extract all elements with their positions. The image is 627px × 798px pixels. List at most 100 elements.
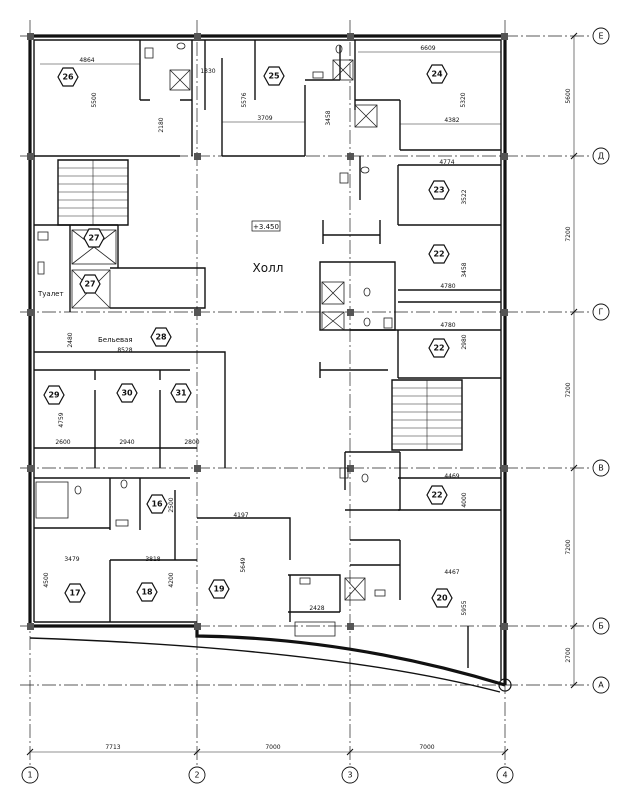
room-dim: 6609	[420, 45, 435, 52]
room-number-badge: 22	[428, 338, 450, 358]
room-number-badge: 17	[64, 583, 86, 603]
axis-label-E: Е	[598, 32, 603, 41]
axis-label-3: 3	[347, 771, 352, 780]
room-dim: 4382	[444, 117, 459, 124]
room-number-badge: 24	[426, 64, 448, 84]
room-number-badge: 27	[83, 228, 105, 248]
room-number: 28	[155, 333, 167, 342]
room-number-badge: 16	[146, 494, 168, 514]
room-dim: 2980	[461, 334, 468, 349]
hall-label: Холл	[253, 261, 284, 275]
room-dim: 3458	[325, 110, 332, 125]
room-dim: 5576	[241, 92, 248, 107]
room-dimension-labels: 4864 5500 1330 5576 3709 2180 6609 5320 …	[40, 45, 501, 616]
room-number-badge: 19	[208, 579, 230, 599]
room-dim: 2940	[119, 439, 134, 446]
columns	[27, 33, 508, 630]
room-dim: 3709	[257, 115, 272, 122]
room-number-badge: 29	[43, 385, 65, 405]
room-dim: 4469	[444, 473, 459, 480]
room-dim: 1330	[200, 68, 215, 75]
room-number: 22	[431, 491, 442, 500]
dim-right-1: 5600	[565, 88, 572, 103]
plan-labels: +3.450 Холл Туалет Бельевая	[37, 220, 284, 344]
room-number-badge: 20	[431, 588, 453, 608]
room-dim: 5955	[461, 600, 468, 615]
right-dimension-chain: 5600 7200 7200 7200 2700	[565, 32, 578, 689]
bottom-dimension-chain: 7713 7000 7000	[26, 744, 509, 756]
axis-label-4: 4	[502, 771, 507, 780]
room-number-badge: 23	[428, 180, 450, 200]
room-dim: 4197	[233, 512, 248, 519]
room-dim: 4000	[461, 492, 468, 507]
room-number-badge: 18	[136, 582, 158, 602]
room-dim: 4200	[168, 572, 175, 587]
dim-right-5: 2700	[565, 647, 572, 662]
room-dim: 3818	[145, 556, 160, 563]
dim-right-4: 7200	[565, 539, 572, 554]
room-dim: 2180	[158, 117, 165, 132]
level-mark: +3.450	[253, 223, 279, 231]
room-dim: 5500	[91, 92, 98, 107]
room-number-badge: 26	[57, 67, 79, 87]
dim-bottom-2: 7000	[265, 744, 280, 751]
room-dim: 4780	[440, 322, 455, 329]
room-numbers: 26 25 24 23 22 22 22 27 27 28 29 30 31 1…	[43, 64, 453, 608]
room-dim: 2600	[55, 439, 70, 446]
room-number-badge: 25	[263, 66, 285, 86]
room-number: 23	[433, 186, 444, 195]
dim-right-3: 7200	[565, 382, 572, 397]
room-number: 20	[436, 594, 448, 603]
room-dim: 3522	[461, 189, 468, 204]
axis-label-2: 2	[194, 771, 199, 780]
axis-label-B: Б	[598, 622, 604, 631]
room-number-badge: 22	[426, 485, 448, 505]
room-number: 22	[433, 344, 444, 353]
room-number-badge: 28	[150, 327, 172, 347]
axis-label-A: А	[598, 681, 604, 690]
dim-bottom-3: 7000	[419, 744, 434, 751]
room-number: 29	[48, 391, 60, 400]
dim-right-2: 7200	[565, 226, 572, 241]
room-dim: 3458	[461, 262, 468, 277]
axis-label-G: Г	[599, 308, 604, 317]
room-number: 25	[268, 72, 280, 81]
room-dim: 4759	[58, 412, 65, 427]
axis-label-1: 1	[27, 771, 32, 780]
room-dim: 8528	[117, 347, 132, 354]
sanitary-fixtures	[37, 42, 393, 597]
room-dim: 4774	[439, 159, 454, 166]
room-dim: 5320	[460, 92, 467, 107]
axis-label-V: В	[598, 464, 604, 473]
toilet-label: Туалет	[37, 290, 64, 298]
room-number: 24	[431, 70, 443, 79]
interior-walls	[34, 40, 501, 637]
room-number-badge: 31	[170, 383, 192, 403]
linen-label: Бельевая	[98, 336, 133, 344]
room-number-badge: 22	[428, 244, 450, 264]
room-number-badge: 30	[116, 383, 138, 403]
room-dim: 4780	[440, 283, 455, 290]
room-dim: 5649	[240, 557, 247, 572]
room-number: 17	[69, 589, 80, 598]
axis-label-D: Д	[598, 152, 604, 161]
room-number: 16	[151, 500, 163, 509]
room-number: 30	[121, 389, 133, 398]
room-number: 27	[88, 234, 99, 243]
room-number: 18	[141, 588, 153, 597]
room-dim: 4500	[43, 572, 50, 587]
room-dim: 4467	[444, 569, 459, 576]
room-dim: 2428	[309, 605, 324, 612]
room-dim: 4864	[79, 57, 94, 64]
room-number: 27	[84, 280, 95, 289]
dim-bottom-1: 7713	[105, 744, 120, 751]
axis-bubbles: 1 2 3 4 Е Д Г В Б А	[21, 27, 610, 784]
room-number: 26	[62, 73, 74, 82]
room-dim: 2480	[67, 332, 74, 347]
room-number: 22	[433, 250, 444, 259]
room-dim: 2500	[168, 497, 175, 512]
room-dim: 3479	[64, 556, 79, 563]
room-dim: 2800	[184, 439, 199, 446]
room-number-badge: 27	[79, 274, 101, 294]
